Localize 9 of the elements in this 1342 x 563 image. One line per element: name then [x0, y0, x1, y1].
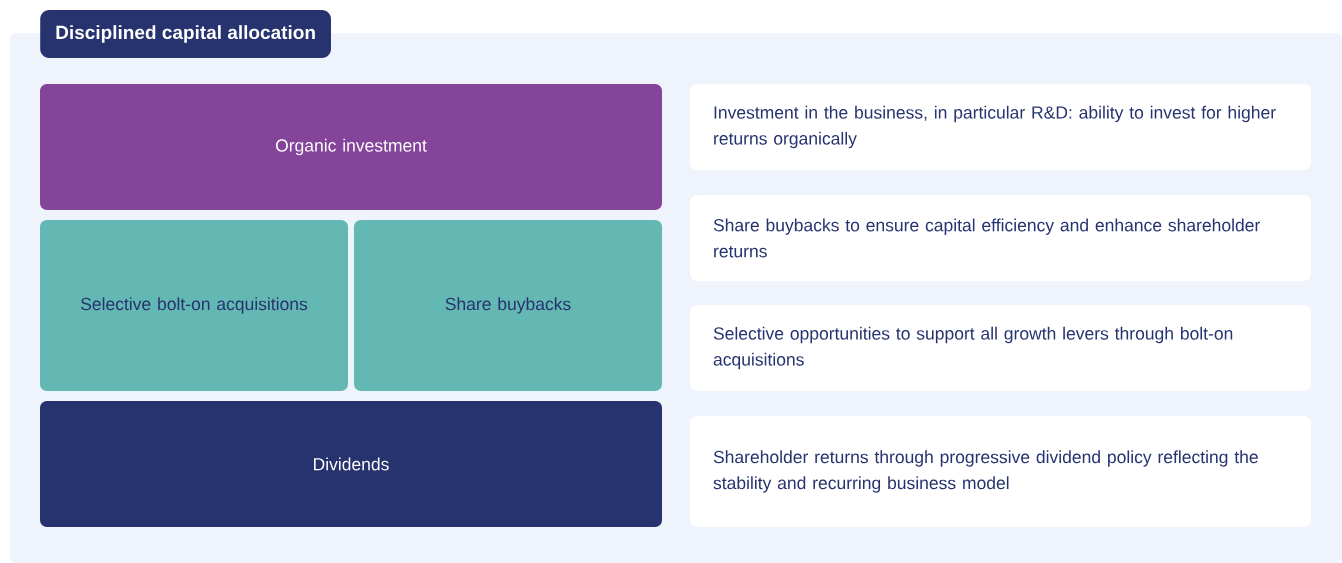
allocation-box: Dividends — [40, 401, 662, 527]
allocation-box: Organic investment — [40, 84, 662, 210]
allocation-box: Share buybacks — [354, 220, 662, 391]
description-box: Selective opportunities to support all growth levers through bolt-on acquisitions — [690, 305, 1311, 391]
description-box: Shareholder returns through progressive dividend policy reflecting the stability and recurring business model — [690, 416, 1311, 527]
title-badge: Disciplined capital allocation — [40, 10, 331, 58]
allocation-box: Selective bolt-on acquisitions — [40, 220, 348, 391]
description-box: Investment in the business, in particular R&D: ability to invest for higher returns organically — [690, 84, 1311, 170]
description-box: Share buybacks to ensure capital efficiency and enhance shareholder returns — [690, 195, 1311, 281]
